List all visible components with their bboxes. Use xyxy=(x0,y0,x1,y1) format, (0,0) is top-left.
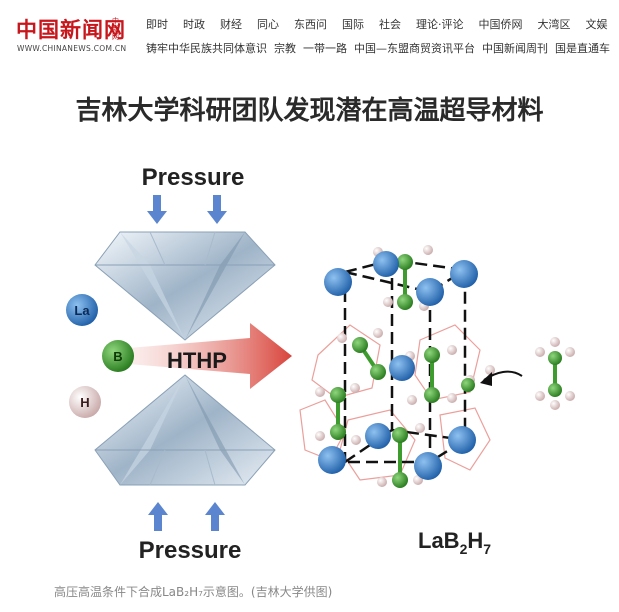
nav-item-guoshi[interactable]: 国是直通车 xyxy=(555,42,610,55)
nav-item-lilun-pinglun[interactable]: 理论·评论 xyxy=(416,18,464,31)
nav-item-yidaiyilu[interactable]: 一带一路 xyxy=(303,42,347,55)
nav-item-asean[interactable]: 中国—东盟商贸资讯平台 xyxy=(354,42,475,55)
image-caption: 高压高温条件下合成LaB₂H₇示意图。(吉林大学供图) xyxy=(54,585,333,599)
formula-label: LaB2H7 xyxy=(418,528,491,557)
atom-h-label: H xyxy=(80,395,89,410)
crystal-structure xyxy=(299,245,495,488)
nav-item-jishi[interactable]: 即时 xyxy=(146,18,168,31)
hthp-label: HTHP xyxy=(167,348,227,373)
site-logo[interactable]: 中国新闻网 中新网 WWW.CHINANEWS.COM.CN xyxy=(16,14,134,58)
logo-url: WWW.CHINANEWS.COM.CN xyxy=(17,44,127,53)
nav-item-guoji[interactable]: 国际 xyxy=(342,18,364,31)
diamond-anvil-top xyxy=(94,231,276,341)
nav-item-shehui[interactable]: 社会 xyxy=(379,18,401,31)
article-title: 吉林大学科研团队发现潜在高温超导材料 xyxy=(75,96,544,126)
synthesis-illustration: Pressure Pressure HTHP xyxy=(66,164,575,564)
logo-tag: 中新网 xyxy=(112,17,119,41)
atom-h: H xyxy=(69,386,101,418)
pointer-arrow xyxy=(480,370,523,386)
formula-h: H xyxy=(467,528,483,553)
pressure-arrow-top-right xyxy=(207,195,227,224)
atom-b-label: B xyxy=(113,349,122,364)
nav-item-dongxiwen[interactable]: 东西问 xyxy=(294,18,327,31)
nav-item-qiaowang[interactable]: 中国侨网 xyxy=(478,18,523,31)
bh-unit xyxy=(535,337,575,410)
pressure-arrow-bottom-left xyxy=(148,502,168,531)
nav-item-gongtongti[interactable]: 铸牢中华民族共同体意识 xyxy=(146,42,267,55)
nav-item-caijing[interactable]: 财经 xyxy=(220,18,242,31)
nav-item-zhoukan[interactable]: 中国新闻周刊 xyxy=(482,42,548,55)
diamond-anvil-bottom xyxy=(94,374,276,486)
atom-b: B xyxy=(102,340,134,372)
formula-lab: LaB xyxy=(418,528,460,553)
pressure-arrow-top-left xyxy=(147,195,167,224)
nav-item-dawanqu[interactable]: 大湾区 xyxy=(537,18,571,31)
nav-item-tongxin[interactable]: 同心 xyxy=(257,18,279,31)
nav-item-zongjiao[interactable]: 宗教 xyxy=(274,42,296,55)
nav-item-shizheng[interactable]: 时政 xyxy=(183,18,205,31)
nav-item-wenyu[interactable]: 文娱 xyxy=(585,18,608,31)
pressure-arrow-bottom-right xyxy=(205,502,225,531)
formula-sub-7: 7 xyxy=(483,541,491,557)
pressure-label-top: Pressure xyxy=(142,164,245,191)
logo-text-cn: 中国新闻网 xyxy=(16,17,126,42)
atom-la: La xyxy=(66,294,98,326)
formula-sub-2: 2 xyxy=(460,541,468,557)
atom-la-label: La xyxy=(74,303,90,318)
hthp-arrow xyxy=(105,323,292,389)
primary-nav: 即时 时政 财经 同心 东西问 国际 社会 理论·评论 中国侨网 大湾区 文娱 xyxy=(146,16,619,32)
pressure-label-bottom: Pressure xyxy=(139,537,242,564)
secondary-nav: 铸牢中华民族共同体意识 宗教 一带一路 中国—东盟商贸资讯平台 中国新闻周刊 国… xyxy=(146,40,617,56)
site-header: 中国新闻网 中新网 WWW.CHINANEWS.COM.CN 即时 时政 财经 … xyxy=(0,0,619,60)
